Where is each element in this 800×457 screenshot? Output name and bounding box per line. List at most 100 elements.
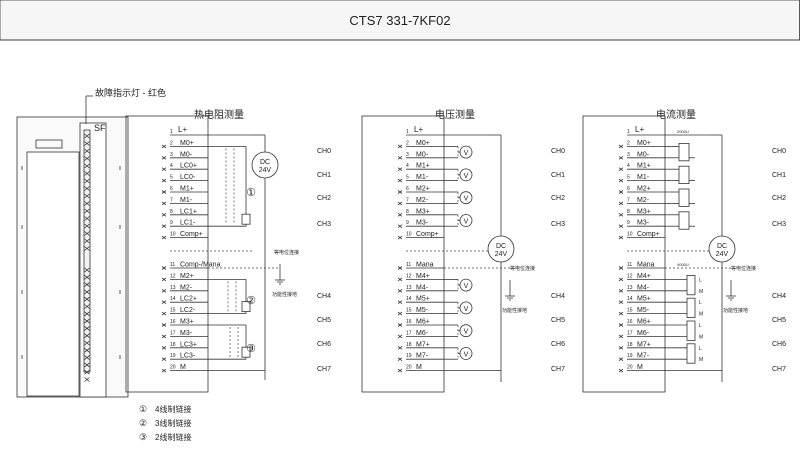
terminal-num: 4 <box>170 163 173 169</box>
module-illustration: SF 故障指示灯 - 红色 <box>16 87 166 398</box>
connector-mark <box>618 334 624 339</box>
terminal-num: 8 <box>627 209 630 215</box>
terminal-label: M5+ <box>416 296 430 303</box>
current-sensor <box>686 343 696 364</box>
terminal-label: M1+ <box>180 186 194 193</box>
terminal-label: Comp+ <box>637 231 660 238</box>
terminal-num: 20 <box>170 365 176 371</box>
legend-text: 3线制链接 <box>155 418 191 428</box>
terminal-num: 6 <box>170 186 173 192</box>
terminal-label: Comp-/Mana <box>180 262 221 269</box>
channel-label: CH0 <box>551 148 565 155</box>
connector-mark <box>397 345 403 350</box>
channel-label: CH7 <box>317 366 331 373</box>
dc-voltage: 24V <box>259 167 272 174</box>
terminal-label: M0- <box>637 151 650 158</box>
coil-m-label: M <box>699 312 703 318</box>
terminal-label: M6+ <box>416 319 430 326</box>
terminal-num: 17 <box>406 330 412 336</box>
terminal-mark <box>84 171 90 176</box>
terminal-num: 5 <box>406 175 409 181</box>
connector-mark <box>618 235 624 240</box>
channel-label: CH7 <box>772 366 786 373</box>
terminal-label: M3- <box>637 220 650 227</box>
connector-mark <box>618 277 624 282</box>
terminal-label: M4- <box>416 284 429 291</box>
terminal-mark <box>84 186 90 191</box>
channel-label: CH4 <box>772 293 786 300</box>
connector-mark <box>161 190 167 194</box>
voltage-symbol: V <box>464 283 469 290</box>
terminal-label: M1- <box>637 174 650 181</box>
channel-label: CH5 <box>772 317 786 324</box>
fault-indicator-label: 故障指示灯 - 红色 <box>95 87 166 98</box>
connector-mark <box>161 277 167 282</box>
terminal-num: 1 <box>170 129 173 135</box>
terminal-label: LC2+ <box>180 296 197 303</box>
connector-mark <box>161 357 167 362</box>
current-transducer <box>678 165 690 184</box>
connector-mark <box>618 323 624 327</box>
terminal-label: M1+ <box>637 163 651 170</box>
connector-mark <box>618 190 624 194</box>
l-plus-label: L+ <box>414 125 423 134</box>
connector-mark <box>161 155 167 160</box>
connector-mark <box>397 277 403 282</box>
terminal-num: 1 <box>627 129 630 135</box>
channel-label: CH2 <box>317 195 331 202</box>
current-note: 4000U <box>677 262 689 267</box>
terminal-block <box>125 115 209 393</box>
terminal-num: 20 <box>406 365 412 371</box>
connector-mark <box>397 178 403 183</box>
terminal-mark <box>84 201 90 206</box>
connector-mark <box>397 155 403 160</box>
channel-label: CH1 <box>772 172 786 179</box>
terminal-num: 7 <box>406 197 409 203</box>
coil-m-label: M <box>699 357 703 363</box>
rtd-sensor <box>241 213 251 225</box>
ground-label: 功能性接地 <box>272 291 297 298</box>
wiring-marker: ② <box>246 295 256 307</box>
terminal-label: M6+ <box>637 319 651 326</box>
connector-mark <box>397 311 403 316</box>
terminal-label: M <box>416 364 422 371</box>
terminal-num: 6 <box>406 186 409 192</box>
terminal-mark <box>84 141 90 146</box>
connector-mark <box>397 357 403 362</box>
terminal-mark <box>84 267 90 273</box>
connector-mark <box>618 266 624 270</box>
l-plus-label: L+ <box>178 125 187 134</box>
terminal-mark <box>84 223 90 229</box>
terminal-num: 5 <box>627 175 630 181</box>
legend-text: 2线制链接 <box>155 432 191 442</box>
page-title: CTS7 331-7KF02 <box>349 13 450 28</box>
channel-label: CH4 <box>317 293 331 300</box>
voltage-symbol: V <box>464 150 469 157</box>
title-bar <box>0 0 800 41</box>
terminal-num: 4 <box>627 163 630 169</box>
connector-mark <box>161 224 167 229</box>
connector-mark <box>397 288 403 293</box>
connector-mark <box>618 201 624 206</box>
terminal-mark <box>84 238 90 244</box>
terminal-label: M3+ <box>416 208 430 215</box>
terminal-label: M0- <box>180 151 193 158</box>
channel-label: CH0 <box>772 148 786 155</box>
terminal-num: 8 <box>406 209 409 215</box>
terminal-num: 1 <box>406 129 409 135</box>
dc-voltage: 24V <box>716 251 729 258</box>
sf-label: SF <box>94 123 106 133</box>
terminal-num: 11 <box>406 262 411 268</box>
panel-title: 热电阻测量 <box>194 108 244 121</box>
connector-mark <box>161 178 167 183</box>
channel-label: CH3 <box>317 221 331 228</box>
channel-label: CH6 <box>551 341 565 348</box>
connector-mark <box>161 144 167 149</box>
terminal-mark <box>84 347 90 353</box>
terminal-mark <box>84 296 90 302</box>
terminal-mark <box>84 282 90 287</box>
rtd-sensor <box>241 301 251 313</box>
terminal-mark <box>84 355 90 360</box>
terminal-block <box>361 115 445 393</box>
